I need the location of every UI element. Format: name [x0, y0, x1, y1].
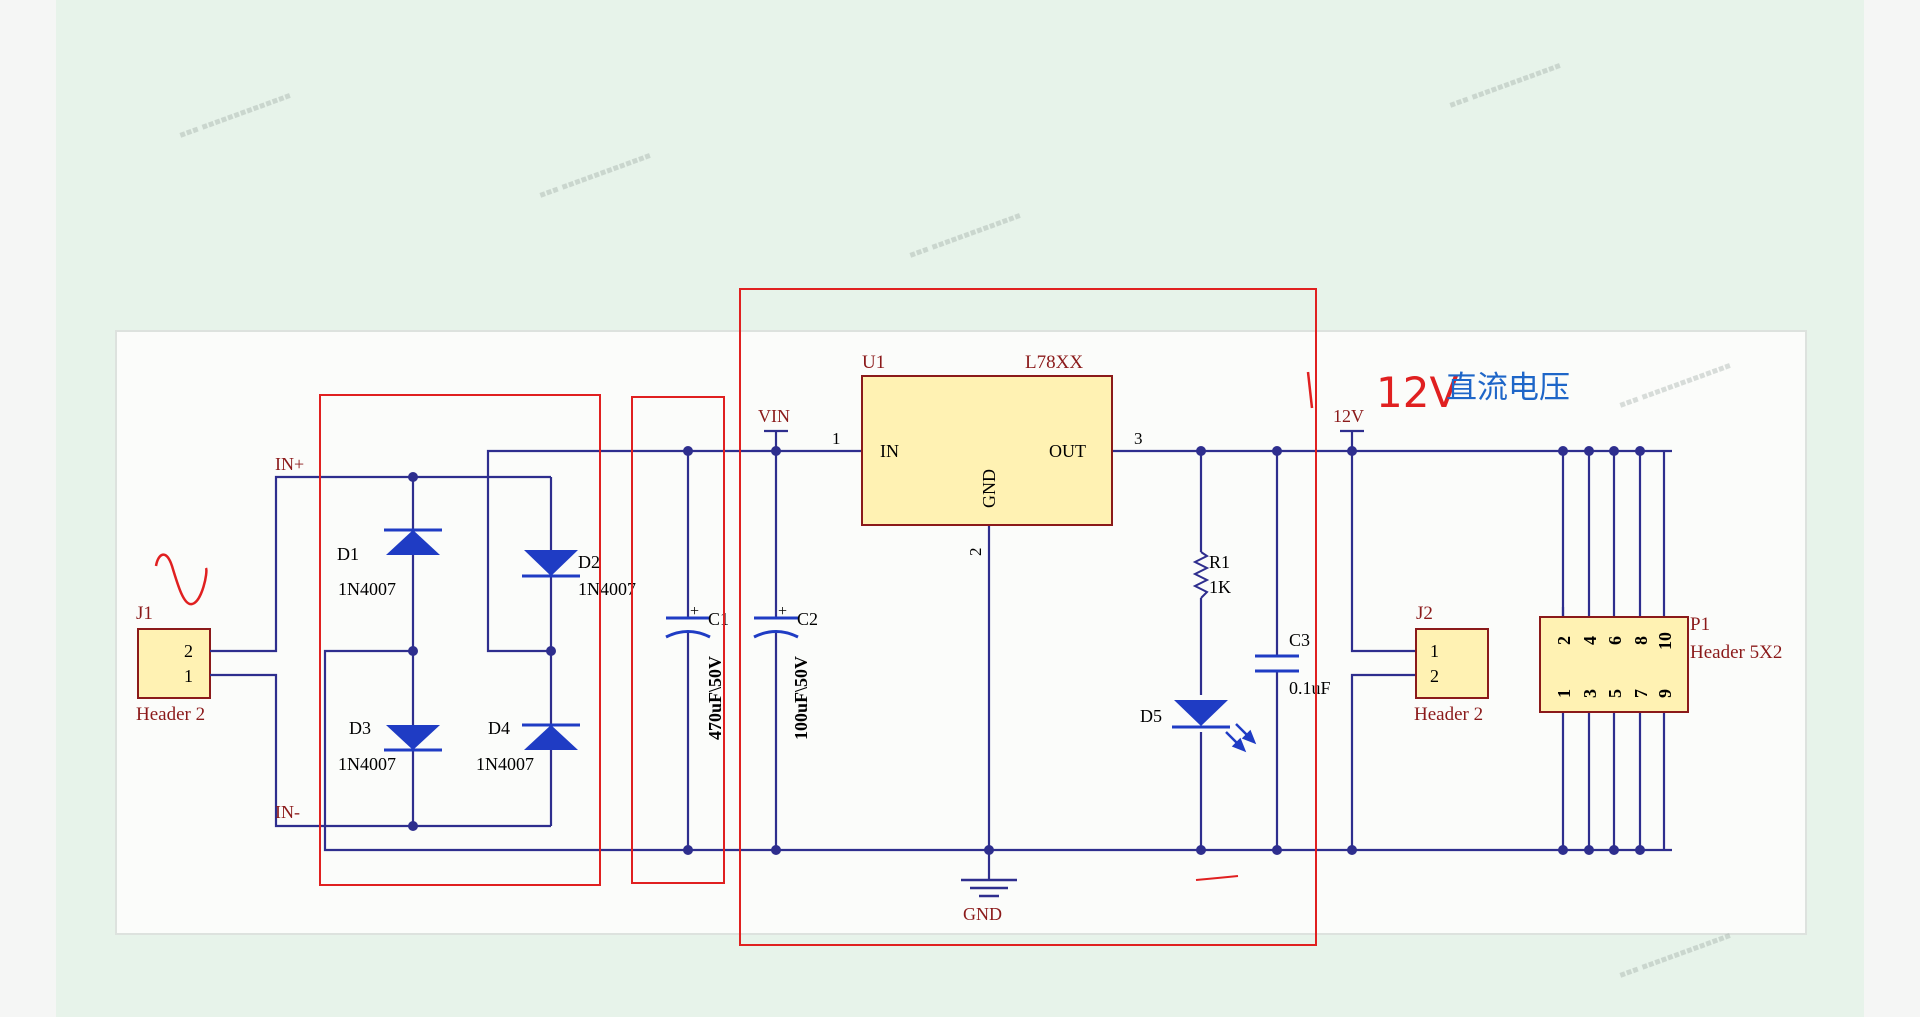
gnd-label: GND [963, 904, 1002, 924]
p1-value: Header 5X2 [1690, 642, 1782, 663]
j2-value: Header 2 [1414, 704, 1483, 725]
in-minus-label: IN- [275, 802, 300, 822]
voltage-handwritten-label: 12V [1376, 368, 1458, 417]
led-underline-handwritten [1195, 875, 1239, 881]
p1-pin-6: 6 [1605, 636, 1625, 645]
u1-ref: U1 [862, 352, 885, 373]
p1-pin-5: 5 [1605, 689, 1625, 698]
capacitor-c2 [753, 616, 799, 639]
tick-handwritten [1306, 371, 1314, 409]
in-plus-label: IN+ [275, 454, 304, 474]
j2-pin-2: 2 [1430, 666, 1439, 686]
regulator-highlight-box [739, 288, 1317, 946]
d2-value: 1N4007 [578, 579, 636, 599]
p1-pin-8: 8 [1631, 636, 1651, 645]
diode-d4 [522, 723, 580, 750]
d3-ref: D3 [349, 718, 371, 738]
u1-pin2-number: 2 [966, 548, 985, 557]
p1-top-pins: 2 4 6 8 10 [1554, 632, 1675, 650]
image-panel: 2 1 J1 Header 2 IN+ IN- D1 1N4007 D2 1N4… [56, 0, 1864, 1017]
u1-pin-out: OUT [1049, 441, 1086, 461]
p1-bottom-pins: 1 3 5 7 9 [1554, 689, 1675, 698]
resistor-r1 [1192, 551, 1210, 599]
j2-pin-1: 1 [1430, 641, 1439, 661]
d2-ref: D2 [578, 552, 600, 572]
regulator-u1 [861, 375, 1113, 526]
p1-ref: P1 [1690, 614, 1710, 635]
u1-pin1-number: 1 [832, 429, 841, 448]
j1-value: Header 2 [136, 704, 205, 725]
d1-ref: D1 [337, 544, 359, 564]
capacitor-c1 [665, 616, 711, 639]
c3-value: 0.1uF [1289, 678, 1331, 698]
p1-pin-9: 9 [1655, 689, 1675, 698]
diode-d1 [384, 528, 442, 555]
filter-highlight-box [631, 396, 725, 884]
d5-ref: D5 [1140, 706, 1162, 726]
d4-ref: D4 [488, 718, 510, 738]
schematic-diagram: 2 1 J1 Header 2 IN+ IN- D1 1N4007 D2 1N4… [115, 288, 1807, 946]
j1-connector [137, 628, 211, 699]
p1-pin-3: 3 [1580, 689, 1600, 698]
r1-ref: R1 [1209, 552, 1230, 572]
p1-pin-7: 7 [1631, 689, 1651, 698]
p1-pin-1: 1 [1554, 689, 1574, 698]
j1-ref: J1 [136, 603, 153, 624]
c1-value: 470uF\50V [705, 656, 725, 740]
rectifier-highlight-box [319, 394, 601, 886]
p1-connector [1539, 616, 1689, 713]
u1-pin-gnd: GND [979, 469, 999, 508]
c1-ref: C1 [708, 609, 729, 629]
j1-pin-2: 2 [184, 641, 193, 661]
vin-label: VIN [758, 406, 790, 426]
p1-pin-2: 2 [1554, 636, 1574, 645]
led-d5 [1172, 700, 1257, 753]
junction-dots [408, 446, 1645, 855]
p1-pin-10: 10 [1655, 632, 1675, 650]
u1-pin-in: IN [880, 441, 899, 461]
c1-plus: + [690, 603, 699, 620]
p1-pin-4: 4 [1580, 636, 1600, 645]
ac-sine-handwritten [154, 553, 208, 606]
d3-value: 1N4007 [338, 754, 396, 774]
c2-ref: C2 [797, 609, 818, 629]
c2-value: 100uF\50V [791, 656, 811, 740]
annotation-boxes [319, 288, 1317, 946]
ground-symbol [961, 878, 1017, 898]
v12-label: 12V [1333, 406, 1364, 426]
c2-plus: + [778, 603, 787, 620]
u1-pin3-number: 3 [1134, 429, 1143, 448]
r1-value: 1K [1209, 577, 1231, 597]
c3-ref: C3 [1289, 630, 1310, 650]
capacitor-c3 [1255, 654, 1299, 673]
j2-connector [1415, 628, 1489, 699]
u1-value: L78XX [1025, 352, 1083, 373]
d4-value: 1N4007 [476, 754, 534, 774]
diode-d2 [522, 550, 580, 578]
j2-ref: J2 [1416, 603, 1433, 624]
j1-pin-1: 1 [184, 666, 193, 686]
d1-value: 1N4007 [338, 579, 396, 599]
dc-voltage-label: 直流电压 [1446, 370, 1570, 406]
diode-d3 [384, 725, 442, 752]
